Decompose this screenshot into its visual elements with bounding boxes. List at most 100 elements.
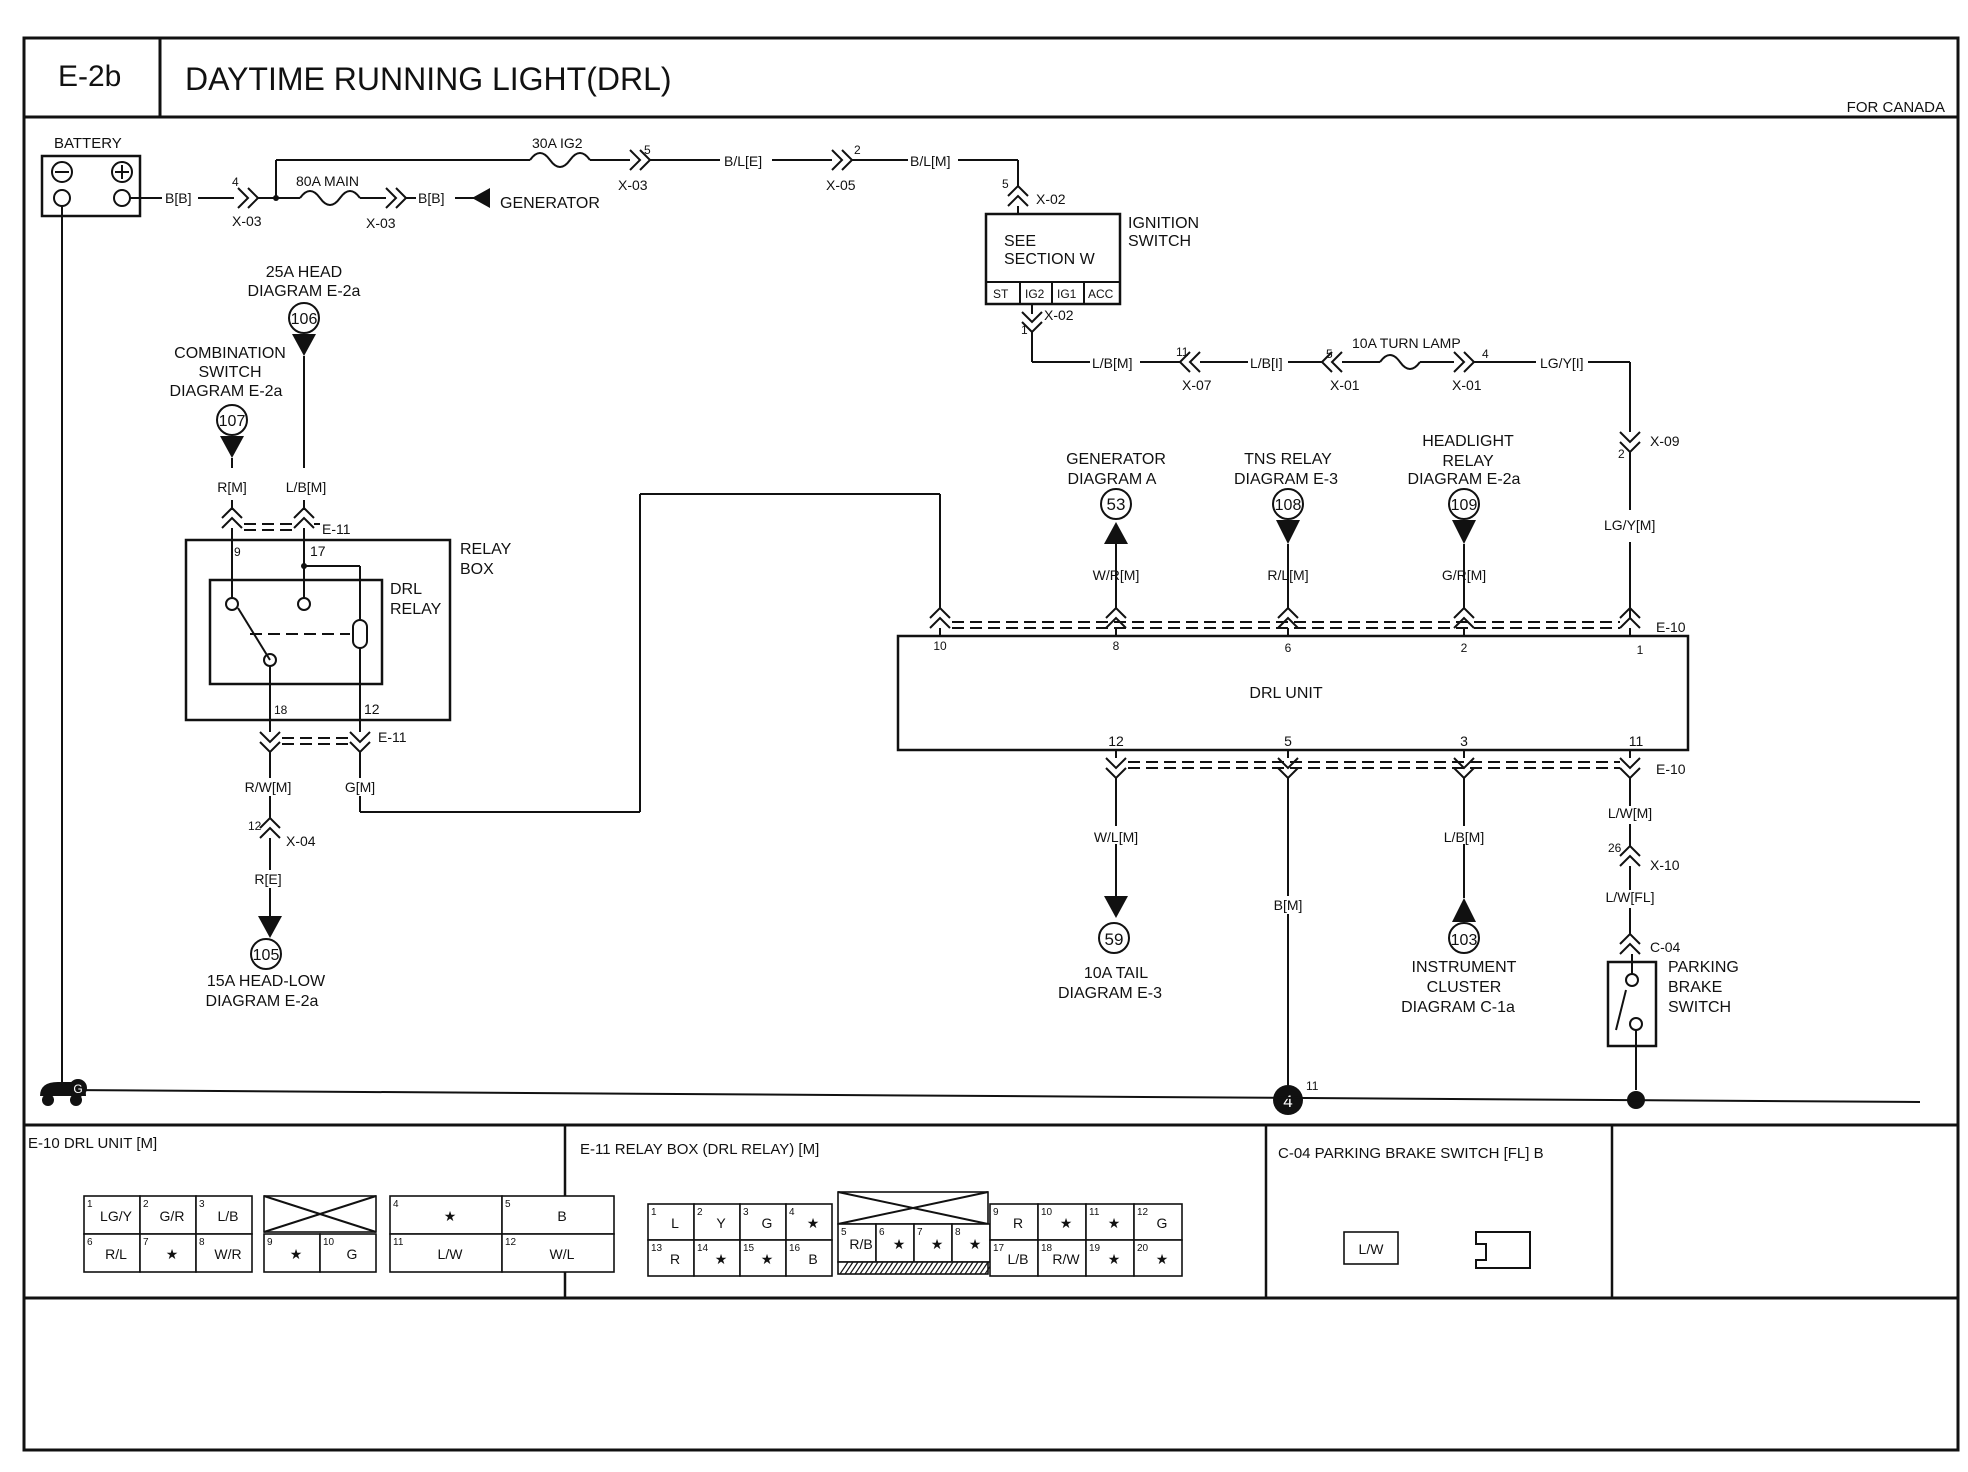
e11-pin-label: ★ [1108, 1215, 1121, 1231]
relay-e11-top: E-11 [322, 521, 351, 537]
ref-107-line3: DIAGRAM E-2a [170, 383, 283, 400]
ignition-bot-conn: X-02 [1044, 307, 1074, 323]
page-code: E-2b [58, 60, 121, 93]
e11-pin-number: 11 [1089, 1207, 1100, 1218]
ref-108-line1: TNS RELAY [1244, 451, 1332, 468]
fuse-30a-pin: 5 [644, 143, 651, 157]
e10-pin-label: B [557, 1208, 566, 1224]
region-label: FOR CANADA [1847, 99, 1945, 116]
e10-pin-label: L/W [438, 1246, 464, 1262]
battery-wire-label: B[B] [165, 190, 191, 206]
e10-cavity [501, 1233, 615, 1273]
wire-lgy-m: LG/Y[M] [1604, 517, 1655, 533]
drl-pin-12: 12 [1108, 733, 1124, 749]
e11-pin-number: 10 [1041, 1207, 1053, 1218]
drl-e10-top: E-10 [1656, 619, 1686, 635]
e11-pin-number: 18 [1041, 1243, 1053, 1254]
ref-103-line2: CLUSTER [1427, 979, 1502, 996]
c04-connector: C-04 [1650, 939, 1681, 955]
e10-cavity [83, 1233, 141, 1273]
e11-pin-label: B [808, 1251, 817, 1267]
e10-pin-label: W/L [550, 1246, 575, 1262]
e11-pin-number: 4 [789, 1207, 795, 1218]
ref-103-line3: DIAGRAM C-1a [1401, 999, 1515, 1016]
ignition-label-2: SWITCH [1128, 233, 1191, 250]
ref-106-line1: 25A HEAD [266, 264, 342, 281]
e11-pin-label: L/B [1007, 1251, 1028, 1267]
battery-label: BATTERY [54, 135, 122, 152]
e11-pin-number: 14 [697, 1243, 709, 1254]
e10-pin-number: 5 [505, 1199, 511, 1210]
e11-pin-number: 7 [917, 1227, 923, 1238]
fuse-80a-wire: B[B] [418, 190, 444, 206]
e11-title: E-11 RELAY BOX (DRL RELAY) [M] [580, 1141, 819, 1158]
ground-symbol: G [73, 1082, 82, 1096]
wire-lb-i: L/B[I] [1250, 355, 1283, 371]
ground-4-pin: 11 [1306, 1079, 1319, 1093]
c04-title: C-04 PARKING BRAKE SWITCH [FL] B [1278, 1145, 1544, 1162]
x10-connector: X-10 [1650, 857, 1680, 873]
e11-cavity [1037, 1239, 1087, 1277]
ref-107 [216, 404, 248, 468]
drl-pin-6: 6 [1285, 641, 1292, 655]
e11-pin-label: Y [716, 1215, 726, 1231]
ignition-see-1: SEE [1004, 233, 1036, 250]
e11-pin-number: 16 [789, 1243, 801, 1254]
e10-cavity [389, 1233, 503, 1273]
e11-cavity [951, 1223, 991, 1263]
ignition-top-conn: X-02 [1036, 191, 1066, 207]
e11-cavity [1085, 1239, 1135, 1277]
wire-r-e: R[E] [254, 871, 281, 887]
e10-pin-label: G/R [160, 1208, 185, 1224]
e10-cavity [139, 1195, 197, 1235]
e11-cavity [913, 1223, 953, 1263]
e11-cavity [989, 1203, 1039, 1241]
e11-pin-label: ★ [1060, 1215, 1073, 1231]
ref-106 [288, 302, 320, 468]
e10-title: E-10 DRL UNIT [M] [28, 1135, 157, 1152]
x01-connector-a: X-01 [1330, 377, 1360, 393]
relay-pin-12: 12 [364, 701, 380, 717]
drl-e10-bottom: E-10 [1656, 761, 1686, 777]
e11-pin-label: ★ [807, 1215, 820, 1231]
wire-lw-fl: L/W[FL] [1605, 889, 1654, 905]
e10-pin-number: 3 [199, 1199, 205, 1210]
x01-pin-out: 4 [1482, 347, 1489, 361]
ref-105-line1: 15A HEAD-LOW [207, 973, 326, 990]
e10-pin-number: 11 [393, 1237, 404, 1248]
e10-pin-number: 7 [143, 1237, 149, 1248]
e10-pin-number: 8 [199, 1237, 205, 1248]
e11-pin-label: ★ [1156, 1251, 1169, 1267]
e11-pin-number: 19 [1089, 1243, 1101, 1254]
relay-pin-17: 17 [310, 543, 326, 559]
e10-pin-number: 6 [87, 1237, 93, 1248]
e10-cavity [319, 1233, 377, 1273]
e10-pin-label: G [347, 1246, 358, 1262]
ref-106-num: 106 [291, 311, 318, 328]
e10-cavity [195, 1233, 253, 1273]
battery-pin: 4 [232, 175, 239, 189]
ref-103-num: 103 [1451, 932, 1478, 949]
c04-connector-view [1343, 1231, 1531, 1269]
wire-lb-m-relay: L/B[M] [286, 479, 326, 495]
wire-lw-m: L/W[M] [1608, 805, 1652, 821]
e10-pin-number: 10 [323, 1237, 335, 1248]
frame [22, 36, 1960, 1452]
e10-pin-label: ★ [290, 1246, 303, 1262]
wire-gr-m: G/R[M] [1442, 567, 1486, 583]
ref-105-line2: DIAGRAM E-2a [206, 993, 319, 1010]
e10-pin-number: 9 [267, 1237, 273, 1248]
e10-pin-label: L/B [217, 1208, 238, 1224]
e10-pin-label: LG/Y [100, 1208, 133, 1224]
drl-pin-10: 10 [933, 639, 947, 653]
ref-59-line2: DIAGRAM E-3 [1058, 985, 1162, 1002]
e11-pin-label: ★ [1108, 1251, 1121, 1267]
x10-pin: 26 [1608, 841, 1622, 855]
wire-lb-m: L/B[M] [1092, 355, 1132, 371]
drl-pin-8: 8 [1113, 639, 1120, 653]
e10-pin-number: 1 [87, 1199, 93, 1210]
wire-bl-m: B/L[M] [910, 153, 950, 169]
e11-pin-number: 17 [993, 1243, 1005, 1254]
ignition-switch [984, 212, 1122, 363]
